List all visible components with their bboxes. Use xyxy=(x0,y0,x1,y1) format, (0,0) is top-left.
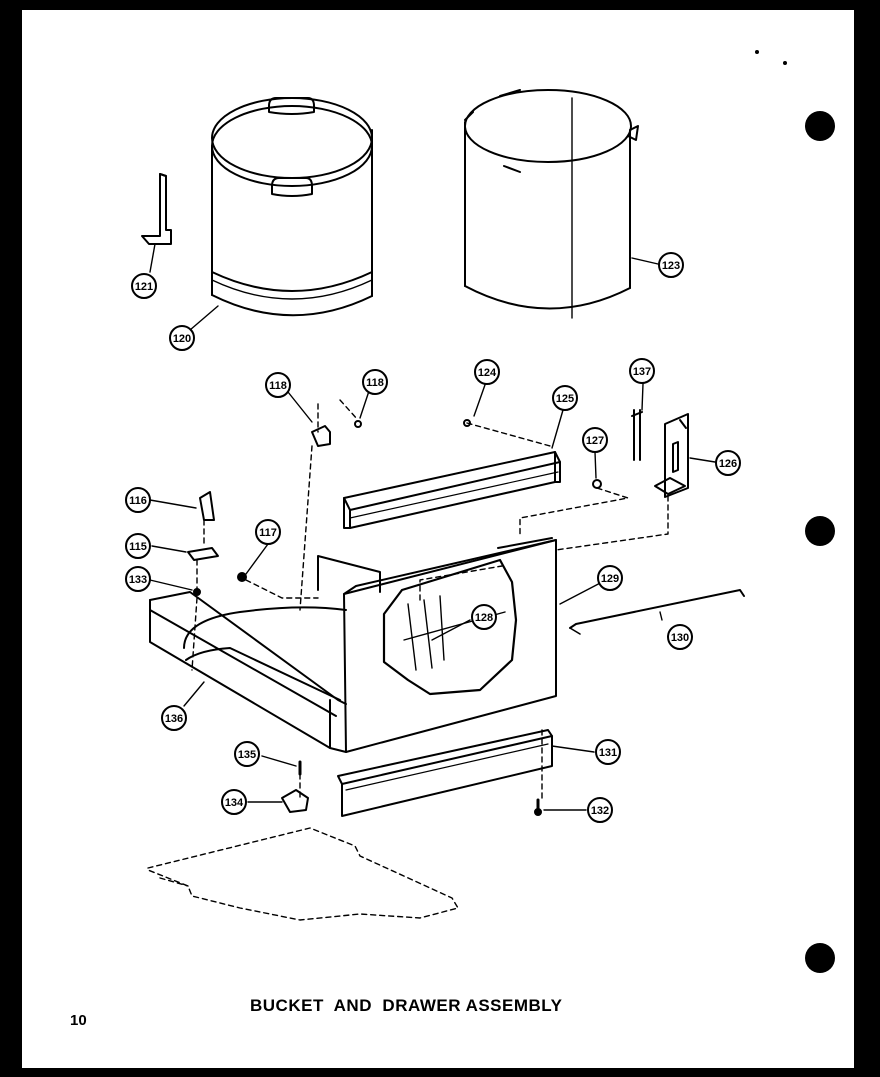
callout-137 xyxy=(629,358,655,384)
front-panel-129 xyxy=(317,537,557,753)
callout-128 xyxy=(471,604,497,630)
leader-lines xyxy=(149,243,716,811)
callout-118a xyxy=(265,372,291,398)
drawer-body-136 xyxy=(149,591,347,753)
callout-label-130: 130 xyxy=(671,632,689,644)
callout-label-133: 133 xyxy=(129,574,147,586)
callout-116 xyxy=(125,487,151,513)
callout-125 xyxy=(552,385,578,411)
callout-label-116: 116 xyxy=(129,495,147,507)
part-137 xyxy=(631,409,643,461)
callout-131 xyxy=(595,739,621,765)
callout-label-135: 135 xyxy=(238,749,256,761)
bucket-with-lid-120 xyxy=(211,97,373,317)
callout-label-121: 121 xyxy=(135,281,153,293)
callout-135 xyxy=(234,741,260,767)
callout-label-128: 128 xyxy=(475,612,493,624)
callout-label-118a: 118 xyxy=(269,380,287,392)
callouts xyxy=(125,252,741,823)
rod-130 xyxy=(569,589,745,635)
callout-124 xyxy=(474,359,500,385)
callout-label-129: 129 xyxy=(601,573,619,585)
callout-132 xyxy=(587,797,613,823)
callout-label-131: 131 xyxy=(599,747,617,759)
front-trim-131 xyxy=(337,729,553,817)
bracket-126 xyxy=(654,413,689,498)
callout-120 xyxy=(169,325,195,351)
callout-117 xyxy=(255,519,281,545)
callout-136 xyxy=(161,705,187,731)
binder-holes xyxy=(755,50,835,973)
bucket-liner-123 xyxy=(464,89,639,319)
rail-125 xyxy=(343,451,561,529)
callout-126 xyxy=(715,450,741,476)
callout-121 xyxy=(131,273,157,299)
callout-label-137: 137 xyxy=(633,366,651,378)
callout-label-134: 134 xyxy=(225,797,244,809)
callout-label-125: 125 xyxy=(556,393,574,405)
callout-labels: 121 120 123 118 118 124 125 137 127 126 … xyxy=(129,260,737,817)
callout-label-118b: 118 xyxy=(366,377,384,389)
callout-label-124: 124 xyxy=(478,367,497,379)
callout-label-127: 127 xyxy=(586,435,604,447)
callout-130 xyxy=(667,624,693,650)
callout-134 xyxy=(221,789,247,815)
callout-118b xyxy=(362,369,388,395)
page-number: 10 xyxy=(70,1012,87,1029)
callout-127 xyxy=(582,427,608,453)
callout-133 xyxy=(125,566,151,592)
assembly-lines xyxy=(147,399,669,921)
callout-115 xyxy=(125,533,151,559)
callout-label-126: 126 xyxy=(719,458,737,470)
callout-label-132: 132 xyxy=(591,805,609,817)
callout-129 xyxy=(597,565,623,591)
diagram-caption: BUCKET AND DRAWER ASSEMBLY xyxy=(250,996,563,1015)
callout-label-123: 123 xyxy=(662,260,680,272)
callout-label-136: 136 xyxy=(165,713,183,725)
bracket-121 xyxy=(141,173,172,245)
callout-label-115: 115 xyxy=(129,541,147,553)
callout-label-117: 117 xyxy=(259,527,277,539)
callout-123 xyxy=(658,252,684,278)
callout-label-120: 120 xyxy=(173,333,191,345)
